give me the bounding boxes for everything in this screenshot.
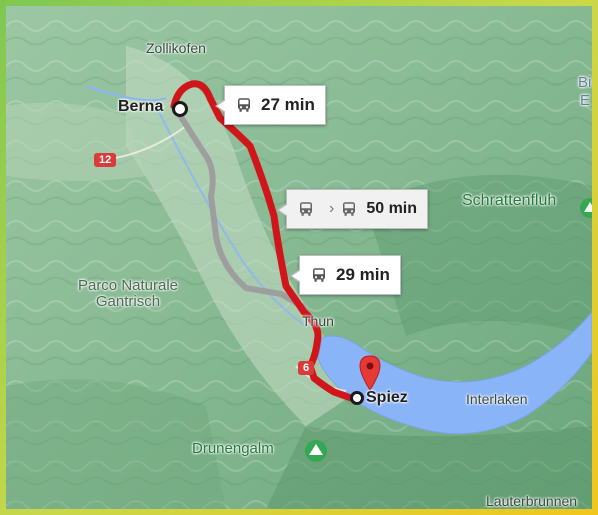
route-bubble-29[interactable]: 29 min bbox=[290, 255, 401, 295]
route-bubble-27[interactable]: 27 min bbox=[215, 85, 326, 125]
route-alternative[interactable] bbox=[171, 103, 309, 315]
bus-icon bbox=[238, 98, 250, 112]
label-berna: Berna bbox=[118, 98, 164, 115]
destination-marker[interactable] bbox=[350, 391, 364, 405]
label-parco-text: Parco Naturale Gantrisch bbox=[77, 277, 179, 310]
label-edge-top: Bi bbox=[578, 74, 592, 91]
map-canvas[interactable]: Zollikofen Berna Parco Naturale Gantrisc… bbox=[6, 6, 592, 509]
label-interlaken: Interlaken bbox=[466, 391, 528, 407]
road-badge-12: 12 bbox=[94, 153, 117, 167]
origin-marker[interactable] bbox=[172, 101, 188, 117]
label-drunengalm: Drunengalm bbox=[192, 440, 274, 457]
lake-thun bbox=[317, 311, 592, 435]
label-lauterbrunnen: Lauterbrunnen bbox=[486, 493, 578, 509]
bus-icon bbox=[343, 202, 356, 216]
route-duration-27: 27 min bbox=[261, 95, 315, 114]
label-thun: Thun bbox=[302, 313, 334, 329]
drunengalm-marker-icon[interactable] bbox=[305, 440, 327, 462]
route-bubble-50[interactable]: › 50 min bbox=[276, 189, 429, 229]
route-duration-29: 29 min bbox=[336, 265, 390, 284]
schrattenfluh-marker-icon[interactable] bbox=[580, 198, 592, 218]
label-edge-bottom: E bbox=[580, 92, 591, 109]
road-badge-6: 6 bbox=[298, 361, 315, 375]
label-zollikofen: Zollikofen bbox=[146, 40, 206, 56]
label-spiez: Spiez bbox=[366, 389, 408, 406]
transfer-chevron-icon: › bbox=[329, 200, 335, 217]
bus-icon bbox=[300, 202, 312, 216]
label-parco: Parco Naturale Gantrisch bbox=[58, 278, 198, 310]
bus-icon bbox=[313, 268, 325, 282]
label-schrattenfluh: Schrattenfluh bbox=[462, 192, 557, 209]
destination-pin-icon[interactable] bbox=[359, 355, 381, 391]
route-duration-50: 50 min bbox=[366, 200, 418, 217]
